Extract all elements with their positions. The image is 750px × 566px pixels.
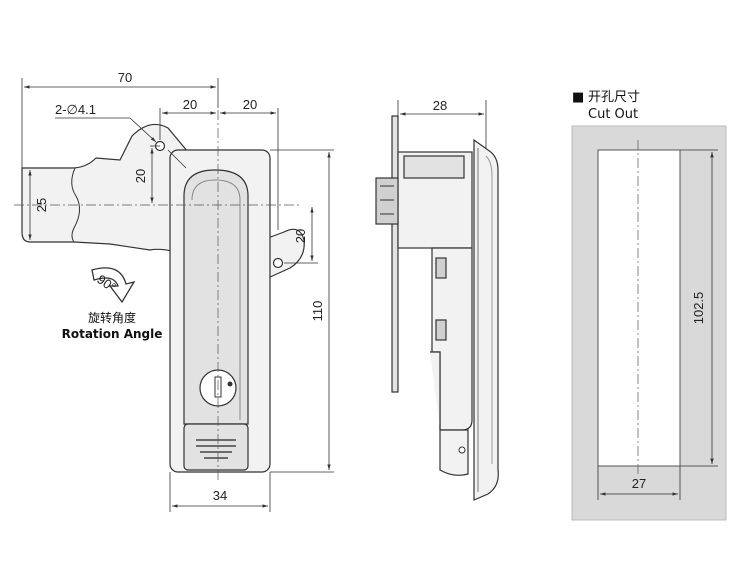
dim-hole-vertical-upper: 20 [133, 169, 148, 183]
dim-hole-spec: 2-∅4.1 [55, 102, 96, 117]
dim-body-width: 34 [213, 488, 227, 503]
dim-cutout-height: 102.5 [691, 292, 706, 325]
cutout-title-marker: ■ [572, 90, 584, 105]
dim-handle-width: 25 [34, 198, 49, 212]
dim-side-depth: 28 [433, 98, 447, 113]
key-slot-dot [227, 381, 233, 387]
handle-grip [183, 169, 249, 425]
panel-plate [391, 115, 399, 393]
cutout-title-cn: 开孔尺寸 [588, 90, 640, 105]
mounting-hole-lower [272, 257, 284, 269]
dim-body-height: 110 [310, 301, 325, 322]
dim-overall-width: 70 [118, 70, 132, 85]
cutout-view: ■ 开孔尺寸 Cut Out 102.5 27 [571, 90, 727, 521]
dim-cutout-width: 27 [632, 476, 646, 491]
dim-hole-vertical-lower: 20 [293, 229, 308, 243]
side-tail [430, 351, 469, 476]
side-view: 28 [375, 98, 499, 501]
handle-break-line [71, 167, 80, 243]
dim-hole-offset-left: 20 [183, 97, 197, 112]
side-stud [375, 177, 399, 225]
cutout-title-en: Cut Out [588, 107, 638, 122]
rotation-label-cn: 旋转角度 [88, 310, 136, 325]
cutout-opening [597, 149, 681, 467]
rotation-label-en: Rotation Angle [62, 327, 163, 341]
bottom-cap [183, 423, 249, 471]
handle-grip-inner [191, 179, 241, 420]
front-view: 70 2-∅4.1 20 20 20 20 25 110 34 [14, 70, 334, 512]
rotation-arrow-icon: 90° [91, 267, 136, 304]
dim-hole-offset-right: 20 [243, 97, 257, 112]
